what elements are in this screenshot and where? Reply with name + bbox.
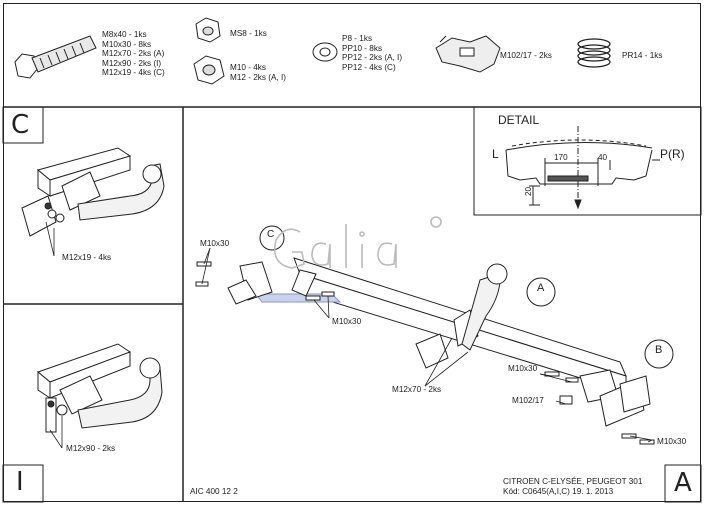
label-m10x30-left: M10x30	[200, 239, 230, 248]
bolt-line: M8x40 - 1ks	[102, 30, 147, 39]
washer-illustration	[312, 42, 338, 62]
label-m10x30-middle: M10x30	[332, 317, 362, 326]
galia-logo	[273, 216, 442, 269]
bolts-label-list: M8x40 - 1ks M10x30 - 8ks M12x70 - 2ks (A…	[102, 30, 165, 78]
bracket-label: M102/17 - 2ks	[500, 51, 552, 60]
vehicle-name: CITROEN C-ELYSÉE, PEUGEOT 301	[503, 477, 643, 486]
callout-a: A	[537, 282, 545, 294]
detail-title: DETAIL	[498, 113, 540, 127]
detail-dim-40: 40	[598, 153, 608, 162]
washer-line: PP12 - 4ks (C)	[342, 62, 396, 72]
washers-label-list: P8 - 1ks PP10 - 8ks PP12 - 2ks (A, I) PP…	[342, 34, 402, 72]
bolt-line: M12x19 - 4ks (C)	[102, 68, 165, 78]
bracket-m102-illustration	[435, 35, 501, 73]
nut-ms8-label: MS8 - 1ks	[230, 29, 267, 38]
leader-lines	[45, 221, 653, 449]
panel-c-bolt-label: M12x19 - 4ks	[62, 253, 112, 262]
washer-line: P8 - 1ks	[342, 34, 373, 43]
label-m12x70: M12x70 - 2ks	[392, 385, 442, 394]
spring-pr14-illustration	[577, 38, 611, 68]
callout-c: C	[267, 229, 275, 240]
panel-c-letter: C	[11, 110, 30, 140]
spring-label: PR14 - 1ks	[622, 51, 663, 60]
nut-line: M12 - 2ks (A, I)	[230, 72, 286, 82]
corner-a-letter: A	[674, 468, 692, 498]
callout-b: B	[655, 344, 663, 356]
main-assembly	[195, 225, 674, 445]
bolt-line: M12x90 - 2ks (I)	[102, 58, 162, 68]
detail-drawing	[505, 126, 660, 210]
nut-line: M10 - 4ks	[230, 63, 266, 72]
detail-dim-20: 20	[524, 186, 533, 196]
panel-i-letter: I	[16, 467, 24, 497]
label-m10x30-right-bottom: M10x30	[657, 437, 687, 446]
bolt-line: M12x70 - 2ks (A)	[102, 49, 165, 59]
label-m102: M102/17	[512, 396, 544, 405]
nut-m10-illustration	[193, 55, 225, 85]
label-m10x30-right-top: M10x30	[508, 364, 538, 373]
panel-i-drawing	[37, 343, 163, 433]
drawing-code: AIC 400 12 2	[190, 487, 238, 496]
detail-dim-170: 170	[554, 153, 568, 162]
washer-line: PP10 - 8ks	[342, 43, 383, 53]
kod-line: Kód: C0645(A,I,C) 19. 1. 2013	[503, 487, 614, 496]
washer-line: PP12 - 2ks (A, I)	[342, 53, 403, 63]
detail-left-label: L	[492, 147, 499, 161]
panel-i-bolt-label: M12x90 - 2ks	[66, 444, 116, 453]
detail-right-label: P(R)	[660, 147, 685, 161]
bolt-illustration	[14, 35, 97, 79]
panel-c-drawing	[21, 147, 165, 237]
drawing-frame	[3, 3, 701, 502]
nuts-label-list: M10 - 4ks M12 - 2ks (A, I)	[230, 63, 286, 82]
bolt-line: M10x30 - 8ks	[102, 39, 152, 49]
nut-ms8-illustration	[195, 17, 221, 43]
